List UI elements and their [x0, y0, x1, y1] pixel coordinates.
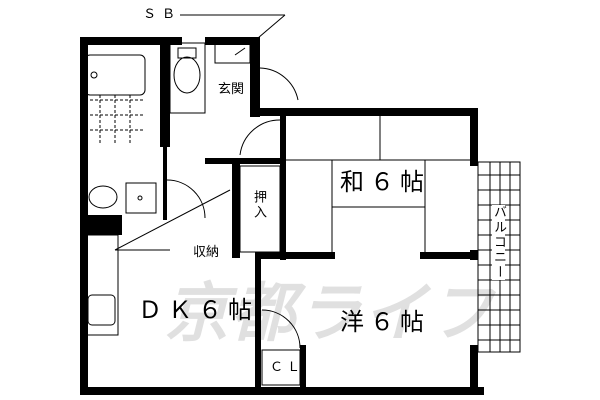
- shuno-label: 収納: [193, 245, 220, 260]
- watermark: 京都ライフ: [165, 277, 495, 351]
- room-yoshitsu: 洋６帖: [340, 308, 430, 336]
- balcony-label: バルコニー: [491, 205, 506, 280]
- genkan-label: 玄関: [218, 82, 245, 97]
- sb-label: ＳＢ: [143, 7, 182, 22]
- room-dk: ＤＫ６帖: [138, 296, 258, 324]
- room-washitsu: 和６帖: [340, 168, 430, 196]
- oshiire-label: 押入: [251, 190, 266, 220]
- cl-label: ＣＬ: [270, 360, 305, 375]
